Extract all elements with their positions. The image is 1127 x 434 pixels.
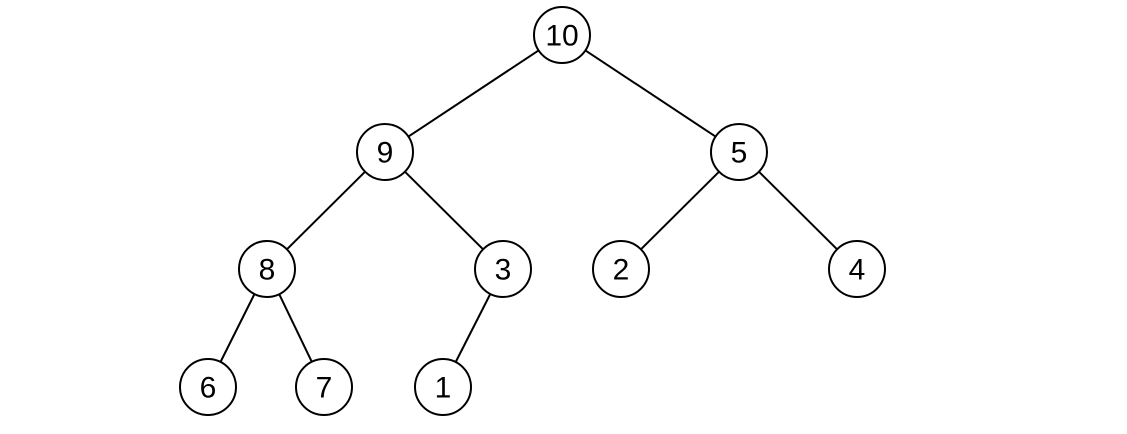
tree-edge: [640, 170, 720, 251]
node-label: 8: [259, 254, 276, 287]
tree-edge: [584, 49, 717, 138]
node-label: 1: [435, 372, 452, 405]
node-circle: [710, 123, 768, 181]
node-label: 2: [613, 254, 630, 287]
node-circle: [295, 358, 353, 416]
node-label: 5: [731, 137, 748, 170]
tree-node: 7: [295, 358, 353, 416]
tree-edge: [219, 293, 256, 363]
node-label: 3: [495, 254, 512, 287]
node-label: 6: [200, 372, 217, 405]
tree-node: 6: [179, 358, 237, 416]
node-circle: [533, 6, 591, 64]
tree-node: 2: [592, 240, 650, 298]
tree-node: 8: [238, 240, 296, 298]
node-label: 9: [377, 137, 394, 170]
tree-node: 5: [710, 123, 768, 181]
tree-edge: [407, 49, 540, 138]
tree-node: 10: [533, 6, 591, 64]
tree-edge: [404, 170, 484, 251]
tree-edge: [758, 170, 838, 251]
nodes-layer: 10 9 5 8 3 2 4 6 7 1: [179, 6, 886, 416]
node-label: 10: [545, 20, 578, 53]
tree-edge: [286, 170, 366, 251]
node-circle: [474, 240, 532, 298]
edges-layer: [219, 49, 838, 363]
node-circle: [179, 358, 237, 416]
tree-node: 4: [828, 240, 886, 298]
node-circle: [592, 240, 650, 298]
node-circle: [356, 123, 414, 181]
tree-edge: [278, 293, 313, 363]
node-label: 4: [849, 254, 866, 287]
tree-node: 3: [474, 240, 532, 298]
tree-edge: [454, 293, 492, 363]
tree-node: 9: [356, 123, 414, 181]
node-circle: [828, 240, 886, 298]
node-circle: [414, 358, 472, 416]
node-label: 7: [316, 372, 333, 405]
tree-node: 1: [414, 358, 472, 416]
node-circle: [238, 240, 296, 298]
